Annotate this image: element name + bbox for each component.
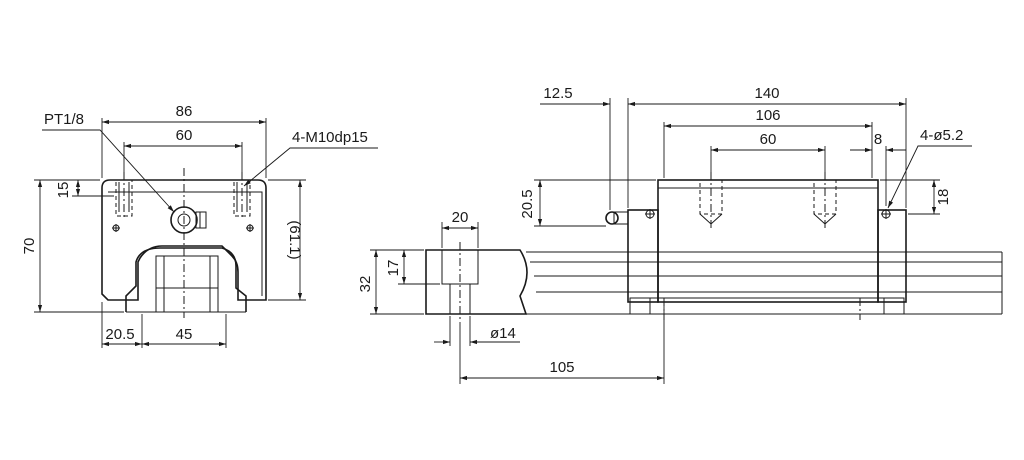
front-height-label: 70 [21, 238, 38, 255]
side-hole-edge-label: 8 [874, 131, 882, 148]
side-end-cap-left [627, 209, 659, 303]
front-rail-width-label: 45 [176, 326, 193, 343]
grease-nipple-icon [170, 206, 207, 234]
side-height-right-label: 18 [935, 189, 952, 206]
side-end-cap-right [877, 209, 907, 303]
tap-holes-label: 4-M10dp15 [292, 129, 368, 146]
front-block-outline [101, 179, 267, 301]
body-length-label: 106 [755, 107, 780, 124]
front-offset-top-label: 15 [55, 182, 72, 199]
front-block-height-label: (61.1) [286, 220, 303, 259]
block-length-label: 140 [754, 85, 779, 102]
front-view: 86 60 70 15 (61.1) 20.5 45 PT1/8 4-M10dp… [21, 103, 378, 348]
side-tap-hole-right-icon [813, 172, 837, 228]
side-holes-label: 4-ø5.2 [920, 127, 963, 144]
rail-section-hatch [425, 249, 528, 315]
front-rail-profile [125, 247, 247, 312]
rail-section-view: 20 32 17 ø14 105 [357, 209, 665, 384]
side-hole-right-icon [881, 209, 891, 219]
side-view: 140 12.5 106 60 8 4-ø5.2 20.5 18 [519, 85, 1003, 320]
side-bottom-seal [629, 297, 905, 315]
front-screw-right-icon [246, 224, 254, 232]
side-block-body [657, 179, 879, 303]
rail-width-top-label: 20 [452, 209, 469, 226]
side-hole-left-icon [645, 209, 655, 219]
thread-port-label: PT1/8 [44, 111, 84, 128]
rail-pitch-label: 105 [549, 359, 574, 376]
side-tap-hole-left-icon [699, 172, 723, 228]
front-left-offset-label: 20.5 [105, 326, 134, 343]
side-hole-span-label: 60 [760, 131, 777, 148]
front-screw-left-icon [112, 224, 120, 232]
front-block-inner-edge [108, 191, 263, 296]
side-grease-nipple-icon [605, 211, 629, 225]
rail-cbore-depth-label: 17 [385, 260, 402, 277]
side-height-left-label: 20.5 [519, 189, 536, 218]
front-hole-span-label: 60 [176, 127, 193, 144]
front-rail-slot [155, 255, 219, 313]
grease-offset-label: 12.5 [543, 85, 572, 102]
rail-cbore-dia-label: ø14 [490, 325, 516, 342]
rail-height-label: 32 [357, 276, 374, 293]
front-width-label: 86 [176, 103, 193, 120]
